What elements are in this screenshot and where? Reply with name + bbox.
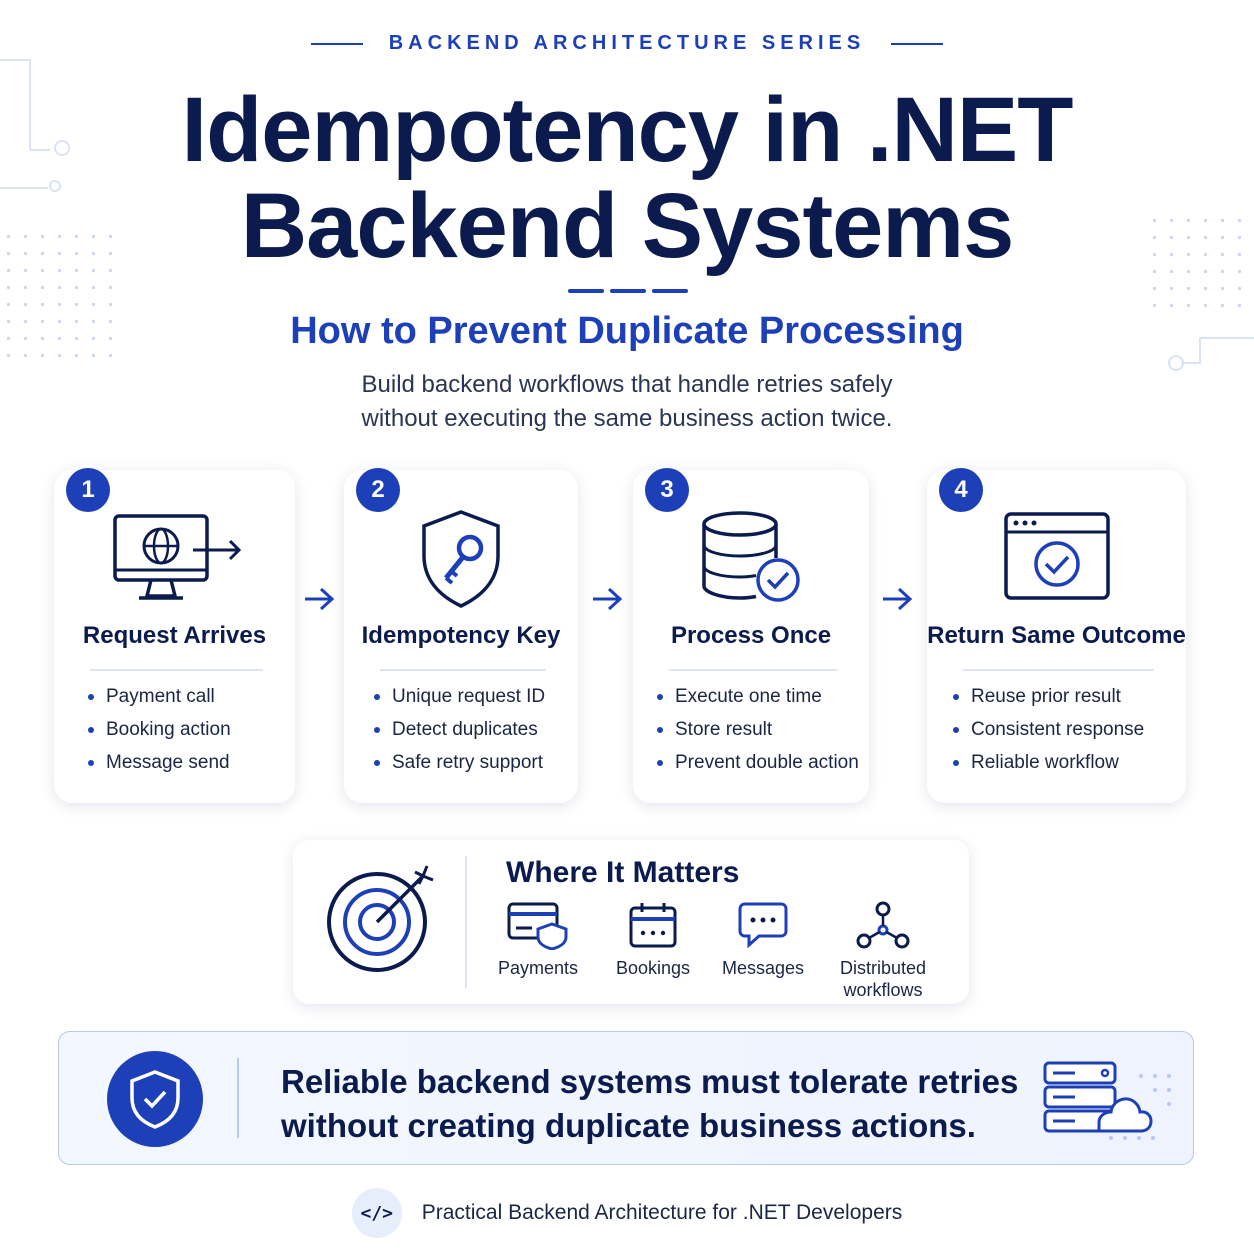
- decor-dots-right: [1146, 212, 1254, 312]
- shield-check-icon: [130, 1070, 180, 1129]
- key-takeaway-text: Reliable backend systems must tolerate r…: [281, 1060, 1021, 1148]
- use-case-label: Bookings: [615, 958, 691, 978]
- series-rule-left: [310, 42, 363, 45]
- key-takeaway-line-2: without creating duplicate business acti…: [281, 1107, 976, 1144]
- server-cloud-icon: [1043, 1061, 1171, 1140]
- step-card-3: 3 Process Once Execute one time Store re…: [633, 468, 869, 803]
- step-divider: [963, 669, 1154, 671]
- series-text: BACKEND ARCHITECTURE SERIES: [388, 32, 866, 54]
- step-card-1: 1 Request Arrives Payment call Booking a…: [54, 468, 295, 803]
- shield-key-icon: [422, 510, 500, 608]
- chat-bubble-icon: [738, 902, 788, 949]
- footer: </> Practical Backend Architecture for .…: [0, 1188, 1254, 1238]
- target-arrow-icon: [327, 865, 434, 972]
- list-item: Consistent response: [953, 715, 1144, 748]
- step-bullets: Execute one time Store result Prevent do…: [657, 682, 859, 781]
- list-item: Booking action: [88, 715, 231, 748]
- card-shield-icon: [507, 902, 568, 950]
- monitor-globe-arrow-icon: [112, 514, 241, 600]
- decor-circuit-left: [0, 59, 70, 192]
- title-line-1: Idempotency in .NET: [181, 79, 1074, 181]
- use-case-label: Messages: [721, 958, 805, 978]
- use-case-messages: Messages: [718, 900, 808, 979]
- step-divider: [669, 669, 837, 671]
- list-item: Store result: [657, 715, 859, 748]
- footer-text: Practical Backend Architecture for .NET …: [421, 1201, 903, 1224]
- title-line-2: Backend Systems: [240, 175, 1015, 277]
- step-number-badge: 4: [939, 468, 983, 512]
- browser-check-icon: [1003, 512, 1110, 600]
- step-title: Return Same Outcome: [927, 622, 1186, 649]
- shield-check-badge: [107, 1051, 203, 1147]
- list-item: Payment call: [88, 682, 231, 715]
- flow-arrow-icon: [305, 587, 335, 611]
- use-case-label: Distributed workflows: [828, 957, 938, 1001]
- page-description: Build backend workflows that handle retr…: [0, 368, 1254, 436]
- step-number-badge: 3: [645, 468, 689, 512]
- list-item: Reuse prior result: [953, 682, 1144, 715]
- use-case-label: Payments: [497, 958, 579, 978]
- list-item: Message send: [88, 748, 231, 781]
- series-rule-right: [891, 42, 944, 45]
- list-item: Execute one time: [657, 682, 859, 715]
- use-case-distributed-workflows: Distributed workflows: [828, 900, 938, 1001]
- step-title: Idempotency Key: [361, 622, 561, 649]
- panel-divider: [465, 856, 467, 988]
- step-title: Process Once: [670, 622, 832, 649]
- where-it-matters-title: Where It Matters: [506, 856, 740, 889]
- decor-dots-left: [0, 228, 112, 368]
- flow-arrow-icon: [593, 587, 623, 611]
- key-takeaway-banner: Reliable backend systems must tolerate r…: [58, 1031, 1194, 1165]
- page-title: Idempotency in .NET Backend Systems: [0, 82, 1254, 274]
- key-takeaway-line-1: Reliable backend systems must tolerate r…: [281, 1063, 1019, 1100]
- list-item: Prevent double action: [657, 748, 859, 781]
- description-line-2: without executing the same business acti…: [361, 405, 893, 432]
- database-check-icon: [702, 511, 800, 602]
- use-case-bookings: Bookings: [608, 900, 698, 979]
- step-bullets: Reuse prior result Consistent response R…: [953, 682, 1144, 781]
- flow-arrow-icon: [883, 587, 913, 611]
- list-item: Safe retry support: [374, 748, 545, 781]
- title-divider: [568, 289, 688, 293]
- step-divider: [90, 669, 263, 671]
- step-card-4: 4 Return Same Outcome Reuse prior result…: [927, 468, 1186, 803]
- decor-circuit-right: [1168, 337, 1254, 371]
- banner-divider: [237, 1058, 239, 1138]
- network-nodes-icon: [856, 901, 910, 949]
- step-title: Request Arrives: [82, 622, 267, 649]
- use-case-label-line-1: Distributed: [839, 958, 927, 978]
- step-bullets: Payment call Booking action Message send: [88, 682, 231, 781]
- step-divider: [380, 669, 546, 671]
- where-it-matters-panel: Where It Matters Payments Bookings: [293, 840, 969, 1004]
- step-bullets: Unique request ID Detect duplicates Safe…: [374, 682, 545, 781]
- list-item: Detect duplicates: [374, 715, 545, 748]
- description-line-1: Build backend workflows that handle retr…: [361, 371, 893, 398]
- step-card-2: 2 Idempotency Key Unique request ID Dete…: [344, 468, 578, 803]
- page-subtitle: How to Prevent Duplicate Processing: [290, 310, 964, 352]
- list-item: Reliable workflow: [953, 748, 1144, 781]
- use-case-label-line-2: workflows: [843, 980, 923, 1000]
- list-item: Unique request ID: [374, 682, 545, 715]
- step-number-badge: 1: [66, 468, 110, 512]
- step-number-badge: 2: [356, 468, 400, 512]
- use-case-payments: Payments: [493, 900, 583, 979]
- code-icon: </>: [351, 1188, 402, 1238]
- series-label: BACKEND ARCHITECTURE SERIES: [0, 32, 1254, 55]
- calendar-icon: [629, 903, 677, 948]
